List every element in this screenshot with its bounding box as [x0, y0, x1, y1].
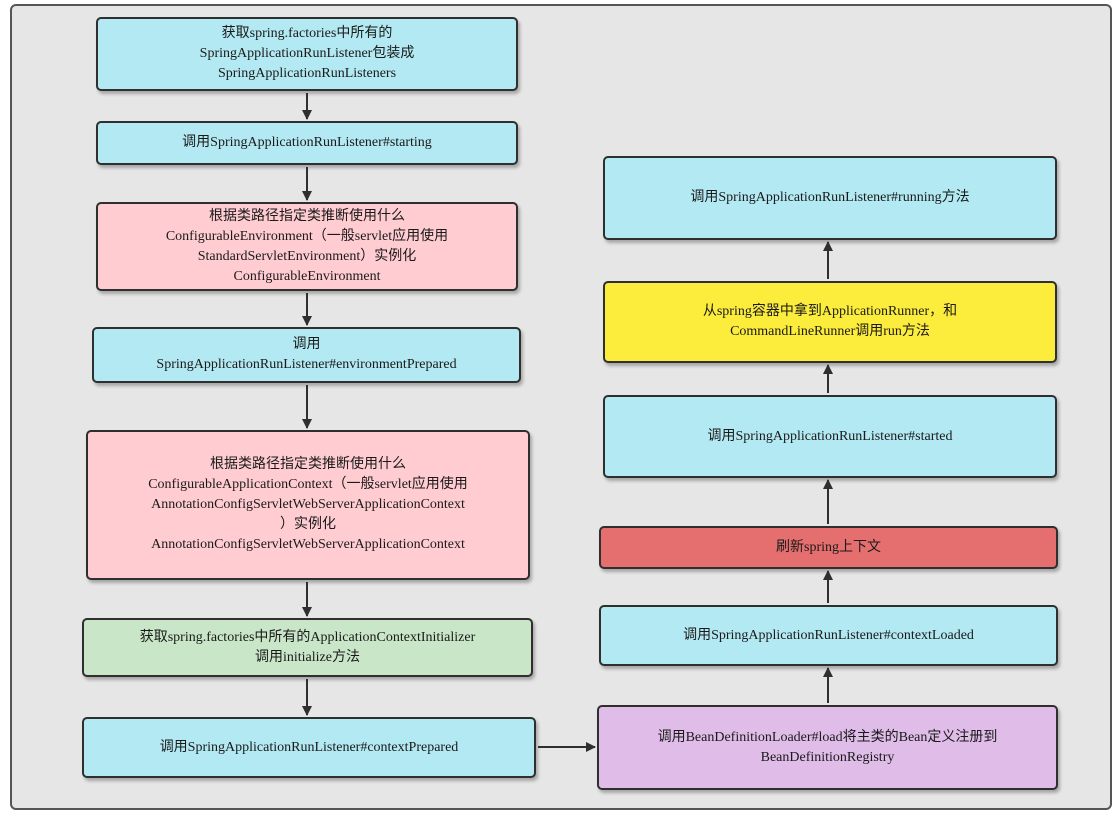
- step-label: 获取spring.factories中所有的 SpringApplication…: [199, 26, 415, 81]
- step-label: 获取spring.factories中所有的ApplicationContext…: [139, 629, 476, 665]
- step-create-environment: 根据类路径指定类推断使用什么 ConfigurableEnvironment（一…: [96, 202, 518, 291]
- step-refresh-context: 刷新spring上下文: [599, 526, 1058, 569]
- step-label: 调用SpringApplicationRunListener#starting: [182, 135, 432, 150]
- step-call-runners: 从spring容器中拿到ApplicationRunner，和 CommandL…: [603, 281, 1057, 363]
- step-create-application-context: 根据类路径指定类推断使用什么 ConfigurableApplicationCo…: [86, 430, 530, 580]
- step-label: 刷新spring上下文: [776, 539, 881, 555]
- step-label: 从spring容器中拿到ApplicationRunner，和 CommandL…: [702, 304, 958, 339]
- step-listener-context-loaded: 调用SpringApplicationRunListener#contextLo…: [599, 605, 1058, 666]
- step-listener-started: 调用SpringApplicationRunListener#started: [603, 395, 1057, 478]
- step-label: 根据类路径指定类推断使用什么 ConfigurableApplicationCo…: [148, 457, 468, 552]
- step-listener-starting: 调用SpringApplicationRunListener#starting: [96, 121, 518, 165]
- step-label: 根据类路径指定类推断使用什么 ConfigurableEnvironment（一…: [165, 208, 449, 284]
- step-label: 调用SpringApplicationRunListener#started: [707, 428, 953, 444]
- step-label: 调用BeanDefinitionLoader#load将主类的Bean定义注册到…: [657, 729, 998, 765]
- step-label: 调用SpringApplicationRunListener#running方法: [690, 190, 970, 205]
- step-bean-definition-load: 调用BeanDefinitionLoader#load将主类的Bean定义注册到…: [597, 705, 1058, 790]
- step-listener-context-prepared: 调用SpringApplicationRunListener#contextPr…: [82, 717, 536, 778]
- step-listener-environment-prepared: 调用 SpringApplicationRunListener#environm…: [92, 327, 521, 383]
- step-label: 调用SpringApplicationRunListener#contextPr…: [159, 739, 459, 755]
- step-load-run-listeners: 获取spring.factories中所有的 SpringApplication…: [96, 17, 518, 91]
- step-label: 调用 SpringApplicationRunListener#environm…: [156, 337, 457, 372]
- step-listener-running: 调用SpringApplicationRunListener#running方法: [603, 156, 1057, 240]
- step-context-initializers: 获取spring.factories中所有的ApplicationContext…: [82, 618, 533, 677]
- step-label: 调用SpringApplicationRunListener#contextLo…: [683, 627, 974, 643]
